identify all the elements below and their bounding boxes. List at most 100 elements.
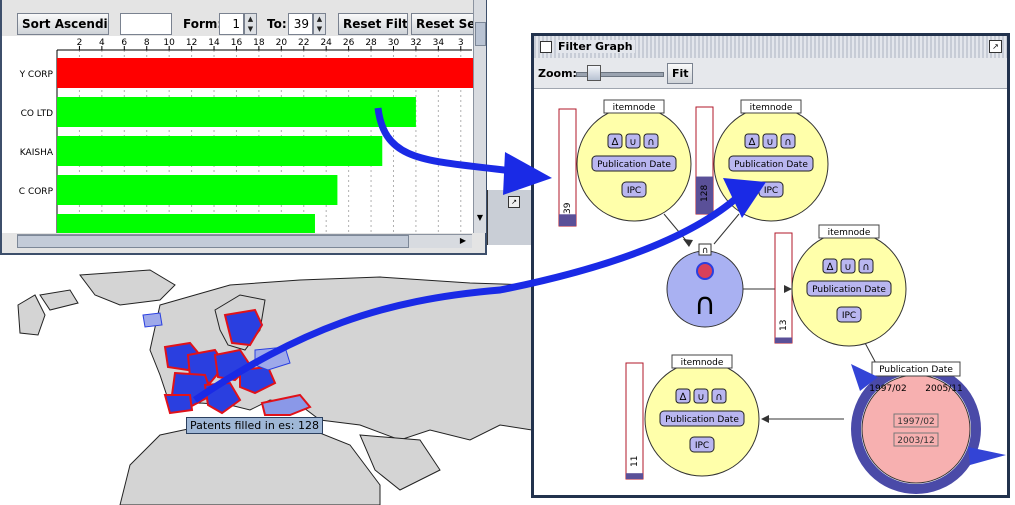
category-label: CO LTD: [21, 109, 54, 119]
reset-filter-button[interactable]: Reset Filter: [338, 13, 408, 35]
tick-label: 12: [186, 38, 197, 48]
pubdate-sel-start-box: [893, 413, 939, 428]
fit-button[interactable]: Fit: [667, 63, 693, 84]
hscroll-thumb[interactable]: [17, 235, 409, 248]
publication-date-text: Publication Date: [665, 415, 739, 425]
bar: [57, 136, 383, 166]
op-symbol: ∆: [826, 262, 834, 273]
tick-label: 28: [365, 38, 377, 48]
to-spinner[interactable]: ▲▼: [313, 13, 326, 35]
pubdate-end: 2005/11: [925, 384, 962, 394]
op-button: [625, 133, 641, 149]
from-field[interactable]: 1: [219, 13, 244, 35]
land-iceland: [39, 289, 79, 311]
publication-date-chip: [659, 410, 745, 427]
op-symbol: ∆: [611, 137, 619, 148]
horizontal-scrollbar[interactable]: ▶: [17, 234, 472, 248]
op-symbol: ∩: [784, 137, 791, 148]
op-symbol: ∪: [629, 137, 636, 148]
ipc-text: IPC: [764, 186, 778, 196]
op-symbol: ∪: [844, 262, 851, 273]
op-symbol: ∪: [697, 392, 704, 403]
vertical-scrollbar[interactable]: ▼: [473, 0, 486, 233]
scroll-right-icon[interactable]: ▶: [459, 236, 467, 245]
scroll-down-icon[interactable]: ▼: [476, 213, 484, 222]
pubdate-start: 1997/02: [869, 384, 906, 394]
search-input[interactable]: [120, 13, 172, 35]
count-fill-c4: [626, 473, 643, 479]
op-button: [840, 258, 856, 274]
maximize-icon[interactable]: ↗: [508, 196, 520, 208]
publication-date-chip: [728, 155, 814, 172]
itemnode-label-box: [818, 224, 880, 239]
bar-chart-window: Sort Ascending Form: 1 ▲▼ To: 39 ▲▼ Rese…: [0, 0, 487, 255]
op-button: [762, 133, 778, 149]
intersection-symbol: ∩: [694, 287, 716, 322]
count-label-c1: 39: [563, 202, 573, 214]
zoom-toolbar: Zoom: Fit: [534, 58, 1007, 89]
tick-label: 16: [231, 38, 243, 48]
tick-label: 2: [77, 38, 83, 48]
tick-label: 6: [121, 38, 127, 48]
count-fill-c1: [559, 214, 576, 226]
pubdate-label: Publication Date: [879, 365, 953, 375]
count-label-c3: 13: [779, 320, 789, 331]
scroll-thumb[interactable]: [475, 22, 486, 46]
ipc-text: IPC: [695, 441, 709, 451]
sort-ascending-button[interactable]: Sort Ascending: [17, 13, 109, 35]
edge-arrowhead: [683, 239, 693, 247]
bar: [57, 97, 416, 127]
pubdate-handle-end: [968, 447, 1006, 465]
from-label: Form:: [183, 17, 223, 31]
land-uk: [17, 294, 46, 336]
edge-arrowhead: [761, 415, 769, 423]
publication-date-text: Publication Date: [812, 285, 886, 295]
tick-label: 34: [433, 38, 445, 48]
maximize-icon[interactable]: ↗: [989, 40, 1002, 53]
op-button: [643, 133, 659, 149]
itemnode-label-box: [740, 99, 802, 114]
window-title: Filter Graph: [556, 40, 635, 53]
zoom-slider[interactable]: [576, 72, 664, 77]
publication-date-text: Publication Date: [734, 160, 808, 170]
tick-label: 30: [388, 38, 400, 48]
edge-arrowhead: [784, 285, 792, 293]
intersection-label: ∩: [702, 246, 709, 256]
op-button: [607, 133, 623, 149]
itemnode-label: itemnode: [828, 228, 871, 238]
from-spinner[interactable]: ▲▼: [244, 13, 257, 35]
graph-edge: [713, 213, 740, 245]
tick-label: 3: [458, 38, 464, 48]
zoom-label: Zoom:: [538, 67, 577, 80]
ipc-chip: [836, 306, 862, 323]
op-button: [822, 258, 838, 274]
itemnode-label-box: [603, 99, 665, 114]
land-arabia: [359, 434, 441, 491]
op-button: [780, 133, 796, 149]
map-tooltip: Patents filled in es: 128: [186, 417, 323, 434]
to-field[interactable]: 39: [288, 13, 313, 35]
op-symbol: ∆: [679, 392, 687, 403]
zoom-slider-thumb[interactable]: [587, 65, 602, 81]
op-button: [858, 258, 874, 274]
category-label: Y CORP: [19, 70, 54, 80]
category-label: C CORP: [19, 187, 54, 197]
pubdate-handle-start: [851, 364, 878, 391]
map-window: Patents filled in es: 128: [0, 255, 532, 505]
tick-label: 14: [208, 38, 220, 48]
land-greenland: [79, 269, 176, 306]
tick-label: 32: [410, 38, 421, 48]
category-label: KAISHA: [20, 148, 54, 158]
ipc-chip: [689, 436, 715, 453]
count-label-c4: 11: [630, 456, 640, 467]
reset-selection-button[interactable]: Reset Sele: [411, 13, 475, 35]
count-fill-c3: [775, 337, 792, 343]
tick-label: 24: [320, 38, 332, 48]
op-button: [744, 133, 760, 149]
bar: [57, 175, 338, 205]
title-bar[interactable]: Filter Graph ↗: [534, 36, 1007, 59]
tick-label: 8: [144, 38, 150, 48]
